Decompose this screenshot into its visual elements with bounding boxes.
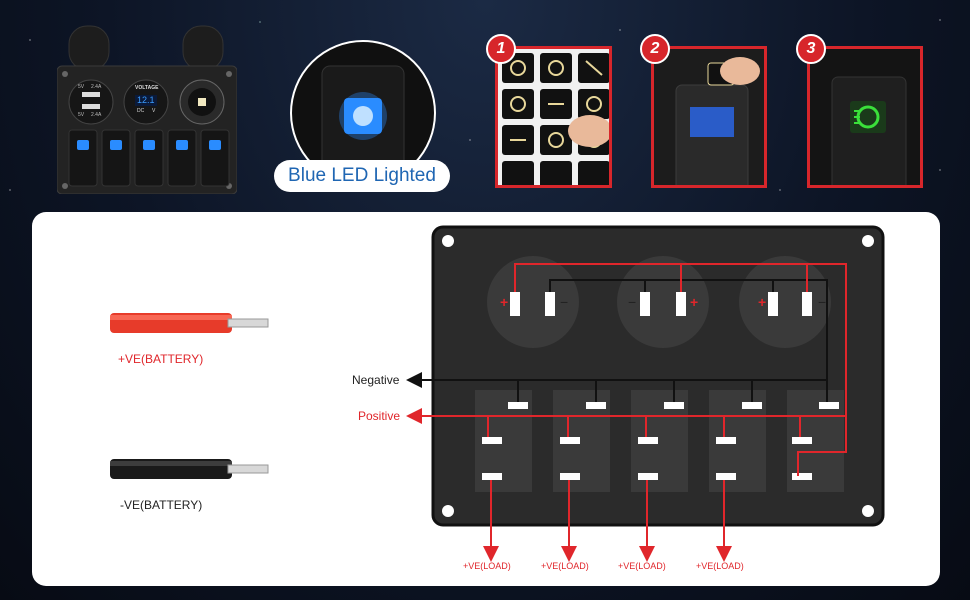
step-3-badge: 3 (796, 34, 826, 64)
load-label-4: +VE(LOAD) (696, 561, 744, 571)
usb-label-4: 2.4A (91, 112, 102, 118)
usb-label-1: 5V (78, 84, 85, 90)
switch-panel-photo: 5V 2.4A 5V 2.4A VOLTAGE 12.1 DC V (57, 22, 237, 194)
load-label-2: +VE(LOAD) (541, 561, 589, 571)
load-label-3: +VE(LOAD) (618, 561, 666, 571)
voltmeter-dc: DC (137, 108, 145, 114)
positive-wire-icon (110, 310, 270, 336)
positive-label: Positive (358, 409, 401, 423)
socket-3-minus: − (818, 294, 827, 310)
usb-label-2: 2.4A (91, 84, 102, 90)
socket-1-plus: + (500, 294, 509, 310)
voltmeter-reading: 12.1 (137, 95, 155, 105)
panel-back-wiring (340, 220, 900, 580)
battery-positive-label: +VE(BATTERY) (118, 352, 204, 366)
voltmeter-title: VOLTAGE (135, 85, 159, 91)
step-2-apply-sticker (651, 46, 767, 188)
socket-2-plus: + (690, 294, 699, 310)
battery-negative-label: -VE(BATTERY) (120, 498, 203, 512)
socket-1-minus: − (560, 294, 569, 310)
negative-wire-icon (110, 456, 270, 482)
load-label-1: +VE(LOAD) (463, 561, 511, 571)
step-1-badge: 1 (486, 34, 516, 64)
step-1-sticker-sheet (495, 46, 612, 188)
negative-label: Negative (352, 373, 400, 387)
usb-label-3: 5V (78, 112, 85, 118)
blue-led-badge: Blue LED Lighted (274, 160, 450, 192)
step-2-badge: 2 (640, 34, 670, 64)
socket-2-minus: − (628, 294, 637, 310)
socket-3-plus: + (758, 294, 767, 310)
step-3-green-light (807, 46, 923, 188)
voltmeter-unit: V (152, 108, 156, 114)
